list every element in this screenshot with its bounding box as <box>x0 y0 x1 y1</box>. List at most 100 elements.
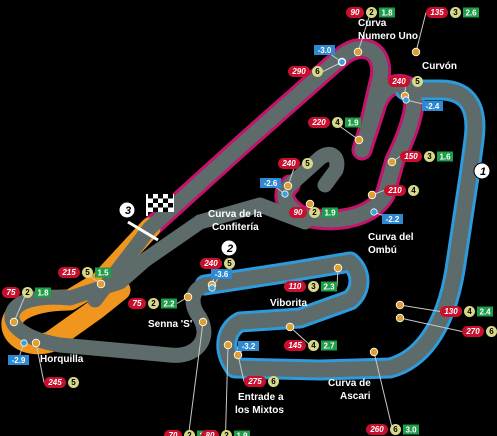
g-badge-bg <box>345 117 361 128</box>
g-force-value: 2.2 <box>163 300 175 309</box>
telemetry-callout: 245 5 <box>44 377 79 388</box>
telemetry-point <box>367 190 377 200</box>
corner-label: Curva del <box>368 232 414 243</box>
speed-badge-bg <box>400 151 422 162</box>
gear-badge-bg <box>332 117 343 128</box>
g-badge-bg <box>234 430 250 436</box>
speed-badge-bg <box>58 267 80 278</box>
delta-badge-bg <box>260 178 281 188</box>
callout-leader <box>357 12 371 53</box>
speed-value: 275 <box>247 377 262 386</box>
g-badge-bg <box>403 424 419 435</box>
delta-value: -2.9 <box>12 356 26 365</box>
corner-label: los Mixtos <box>235 405 284 416</box>
corner-label: Senna 'S' <box>148 319 192 330</box>
telemetry-point <box>223 340 233 350</box>
gear-value: 5 <box>415 77 420 86</box>
sector-marker-disc <box>220 239 238 257</box>
callout-leader <box>289 326 311 346</box>
gear-badge-bg <box>390 424 401 435</box>
sector-marker-1: 1 <box>473 162 491 180</box>
gear-badge-bg <box>424 151 435 162</box>
callout-leader <box>237 354 245 382</box>
speed-badge-bg <box>388 76 410 87</box>
gear-badge-bg <box>408 185 419 196</box>
g-badge-bg <box>35 287 51 298</box>
delta-callout: -2.2 <box>382 214 403 224</box>
speed-value: 75 <box>7 288 16 297</box>
delta-callout: -3.6 <box>211 269 232 279</box>
g-force-value: 1.9 <box>324 209 336 218</box>
sector-marker-disc <box>118 201 136 219</box>
telemetry-point <box>198 317 208 327</box>
speed-value: 80 <box>206 431 215 436</box>
delta-value: -3.6 <box>215 270 229 279</box>
speed-badge-bg <box>2 287 20 298</box>
gear-value: 5 <box>305 159 310 168</box>
gear-value: 2 <box>312 208 317 217</box>
speed-badge-bg <box>308 117 330 128</box>
speed-badge-bg <box>200 258 222 269</box>
speed-value: 75 <box>133 299 142 308</box>
callout-leader <box>35 342 45 383</box>
telemetry-point <box>305 199 315 209</box>
telemetry-point <box>369 347 379 357</box>
sector-marker-3: 3 <box>118 201 136 219</box>
corner-label: Ombú <box>368 245 397 256</box>
g-badge-bg <box>95 267 111 278</box>
speed-badge-bg <box>201 430 219 436</box>
delta-badge-bg <box>314 45 335 55</box>
g-badge-bg <box>321 340 337 351</box>
chequered-flag-icon <box>146 194 174 216</box>
speed-badge-bg <box>384 185 406 196</box>
g-force-value: 1.5 <box>97 269 109 278</box>
delta-callout: -3.0 <box>314 45 335 55</box>
callout-layer <box>9 12 463 436</box>
gear-badge-bg <box>22 287 33 298</box>
speed-value: 245 <box>47 378 62 387</box>
callout-leader <box>373 351 393 430</box>
sector-marker-2: 2 <box>220 239 238 257</box>
speed-badge-bg <box>284 340 306 351</box>
gear-badge-bg <box>268 376 279 387</box>
g-force-value: 1.8 <box>381 9 393 18</box>
track-infield <box>192 197 313 230</box>
gear-badge-bg <box>450 7 461 18</box>
gear-badge-bg <box>308 281 319 292</box>
start-finish-line <box>127 220 159 242</box>
delta-point <box>281 190 289 198</box>
speed-value: 70 <box>169 431 178 436</box>
delta-badge-bg <box>211 269 232 279</box>
speed-value: 240 <box>203 259 218 268</box>
speed-badge-bg <box>284 281 306 292</box>
g-force-value: 1.9 <box>347 119 359 128</box>
delta-badge-bg <box>422 101 443 111</box>
speed-badge-bg <box>128 298 146 309</box>
delta-callout: -2.4 <box>422 101 443 111</box>
g-badge-bg <box>321 281 337 292</box>
speed-badge-bg <box>244 376 266 387</box>
gear-value: 5 <box>71 378 76 387</box>
telemetry-point <box>353 47 363 57</box>
delta-value: -3.2 <box>242 342 256 351</box>
delta-point <box>20 339 28 347</box>
g-force-value: 2.4 <box>479 308 491 317</box>
g-force-value: 3.0 <box>405 426 417 435</box>
g-badge-bg <box>322 207 338 218</box>
gear-badge-bg <box>224 258 235 269</box>
speed-badge-bg <box>289 207 307 218</box>
speed-value: 240 <box>391 77 406 86</box>
g-badge-bg <box>379 7 395 18</box>
gear-value: 5 <box>85 268 90 277</box>
